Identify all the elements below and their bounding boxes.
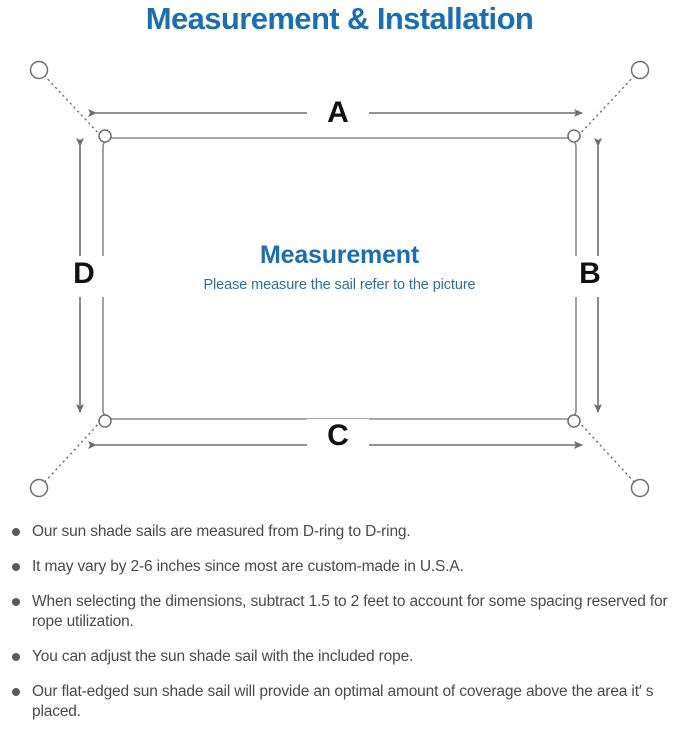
note-text: When selecting the dimensions, subtract … — [32, 593, 668, 630]
dimension-label-a: A — [307, 96, 369, 130]
d-ring-bottom-left — [98, 414, 112, 428]
measurement-subtext: Please measure the sail refer to the pic… — [203, 277, 476, 293]
rope-line-top-right — [577, 73, 637, 137]
mounting-point-bottom-right — [630, 478, 650, 498]
list-item: Our sun shade sails are measured from D-… — [0, 522, 679, 542]
page-title: Measurement & Installation — [145, 1, 534, 36]
d-ring-top-left — [98, 129, 112, 143]
mounting-point-top-left — [29, 60, 49, 80]
d-ring-bottom-right — [567, 414, 581, 428]
bullet-icon — [12, 563, 20, 571]
note-text: It may vary by 2-6 inches since most are… — [32, 558, 464, 575]
note-text: You can adjust the sun shade sail with t… — [32, 648, 414, 665]
notes-list: Our sun shade sails are measured from D-… — [0, 522, 679, 737]
bullet-icon — [12, 598, 20, 606]
bullet-icon — [12, 528, 20, 536]
dimension-label-d: D — [62, 256, 106, 297]
bullet-icon — [12, 688, 20, 696]
list-item: When selecting the dimensions, subtract … — [0, 592, 679, 632]
measurement-heading: Measurement — [260, 241, 419, 269]
mounting-point-top-right — [630, 60, 650, 80]
dimension-label-c: C — [307, 419, 369, 453]
note-text: Our flat-edged sun shade sail will provi… — [32, 683, 654, 720]
sail-measurement-diagram: A B C D Measurement Please measure the s… — [0, 46, 679, 512]
dimension-label-b: B — [568, 256, 612, 297]
list-item: It may vary by 2-6 inches since most are… — [0, 557, 679, 577]
list-item: You can adjust the sun shade sail with t… — [0, 647, 679, 667]
list-item: Our flat-edged sun shade sail will provi… — [0, 682, 679, 722]
d-ring-top-right — [567, 129, 581, 143]
rope-line-bottom-right — [577, 420, 637, 485]
bullet-icon — [12, 653, 20, 661]
rope-line-top-left — [42, 73, 102, 137]
note-text: Our sun shade sails are measured from D-… — [32, 523, 411, 540]
mounting-point-bottom-left — [29, 478, 49, 498]
rope-line-bottom-left — [42, 420, 102, 485]
